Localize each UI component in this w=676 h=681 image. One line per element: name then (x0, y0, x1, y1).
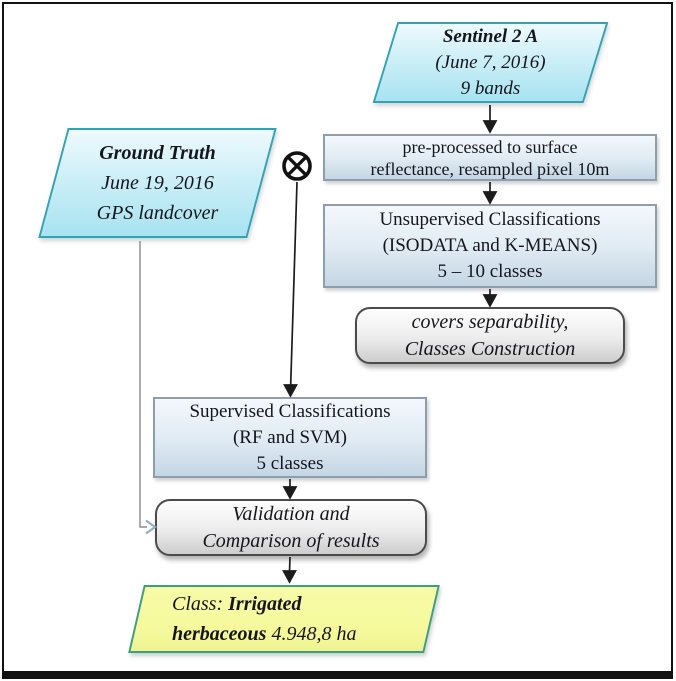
arrowhead-icon (283, 384, 298, 398)
node-title: Sentinel 2 A (442, 25, 539, 47)
node-line: (June 7, 2016) (435, 51, 546, 73)
result-line: Class: Irrigated (172, 589, 301, 619)
node-line: 5 – 10 classes (437, 261, 543, 282)
result-class-name: Irrigated (228, 593, 302, 615)
node-sentinel-input: Sentinel 2 A (June 7, 2016) 9 bands (372, 22, 609, 103)
node-line: covers separability, (411, 310, 569, 333)
node-line: GPS landcover (96, 202, 219, 224)
node-title: Ground Truth (99, 142, 216, 164)
node-covers-separability: covers separability, Classes Constructio… (355, 307, 625, 364)
node-line: pre-processed to surface (402, 136, 578, 157)
result-class-label: Class: (172, 593, 229, 615)
arrowhead-icon (482, 120, 498, 134)
node-validation-comparison: Validation and Comparison of results (155, 499, 427, 556)
node-line: 9 bands (460, 77, 521, 99)
open-arrowhead-icon (145, 519, 157, 535)
node-supervised-classification: Supervised Classifications (RF and SVM) … (153, 397, 427, 478)
node-line: June 19, 2016 (101, 172, 214, 194)
rounded-rectangle-shape (355, 307, 625, 364)
arrowhead-icon (282, 486, 298, 500)
arrowhead-icon (282, 570, 297, 584)
arrowhead-icon (482, 191, 498, 205)
rectangle-shape (323, 204, 657, 288)
node-line: (RF and SVM) (232, 426, 347, 448)
node-line: Supervised Classifications (189, 400, 391, 422)
ground-truth-feedback-connector (139, 241, 157, 535)
node-ground-truth-input: Ground Truth June 19, 2016 GPS landcover (38, 128, 277, 238)
merge-circled-x-icon (282, 151, 312, 181)
node-line: Validation and (232, 502, 350, 525)
result-line: herbaceous 4.948,8 ha (172, 619, 356, 649)
arrow-validation-result (288, 556, 291, 573)
feedback-line (139, 241, 147, 528)
node-line: 5 classes (256, 452, 324, 474)
node-line: Unsupervised Classifications (379, 209, 601, 230)
rectangle-shape (153, 397, 427, 478)
node-result-class: Class: Irrigated herbaceous 4.948,8 ha (128, 585, 440, 653)
node-line: Comparison of results (202, 529, 380, 552)
result-class-name-2: herbaceous (172, 623, 267, 645)
node-preprocessing-step: pre-processed to surface reflectance, re… (323, 134, 657, 181)
arrowhead-icon (482, 294, 498, 308)
rectangle-shape (323, 134, 657, 181)
node-line: (ISODATA and K-MEANS) (382, 235, 598, 256)
node-line: Classes Construction (404, 337, 576, 360)
result-area-value: 4.948,8 ha (266, 623, 357, 645)
node-line: reflectance, resampled pixel 10m (370, 158, 610, 179)
node-unsupervised-classification: Unsupervised Classifications (ISODATA an… (323, 204, 657, 288)
arrow-merge-supervised (289, 181, 298, 386)
